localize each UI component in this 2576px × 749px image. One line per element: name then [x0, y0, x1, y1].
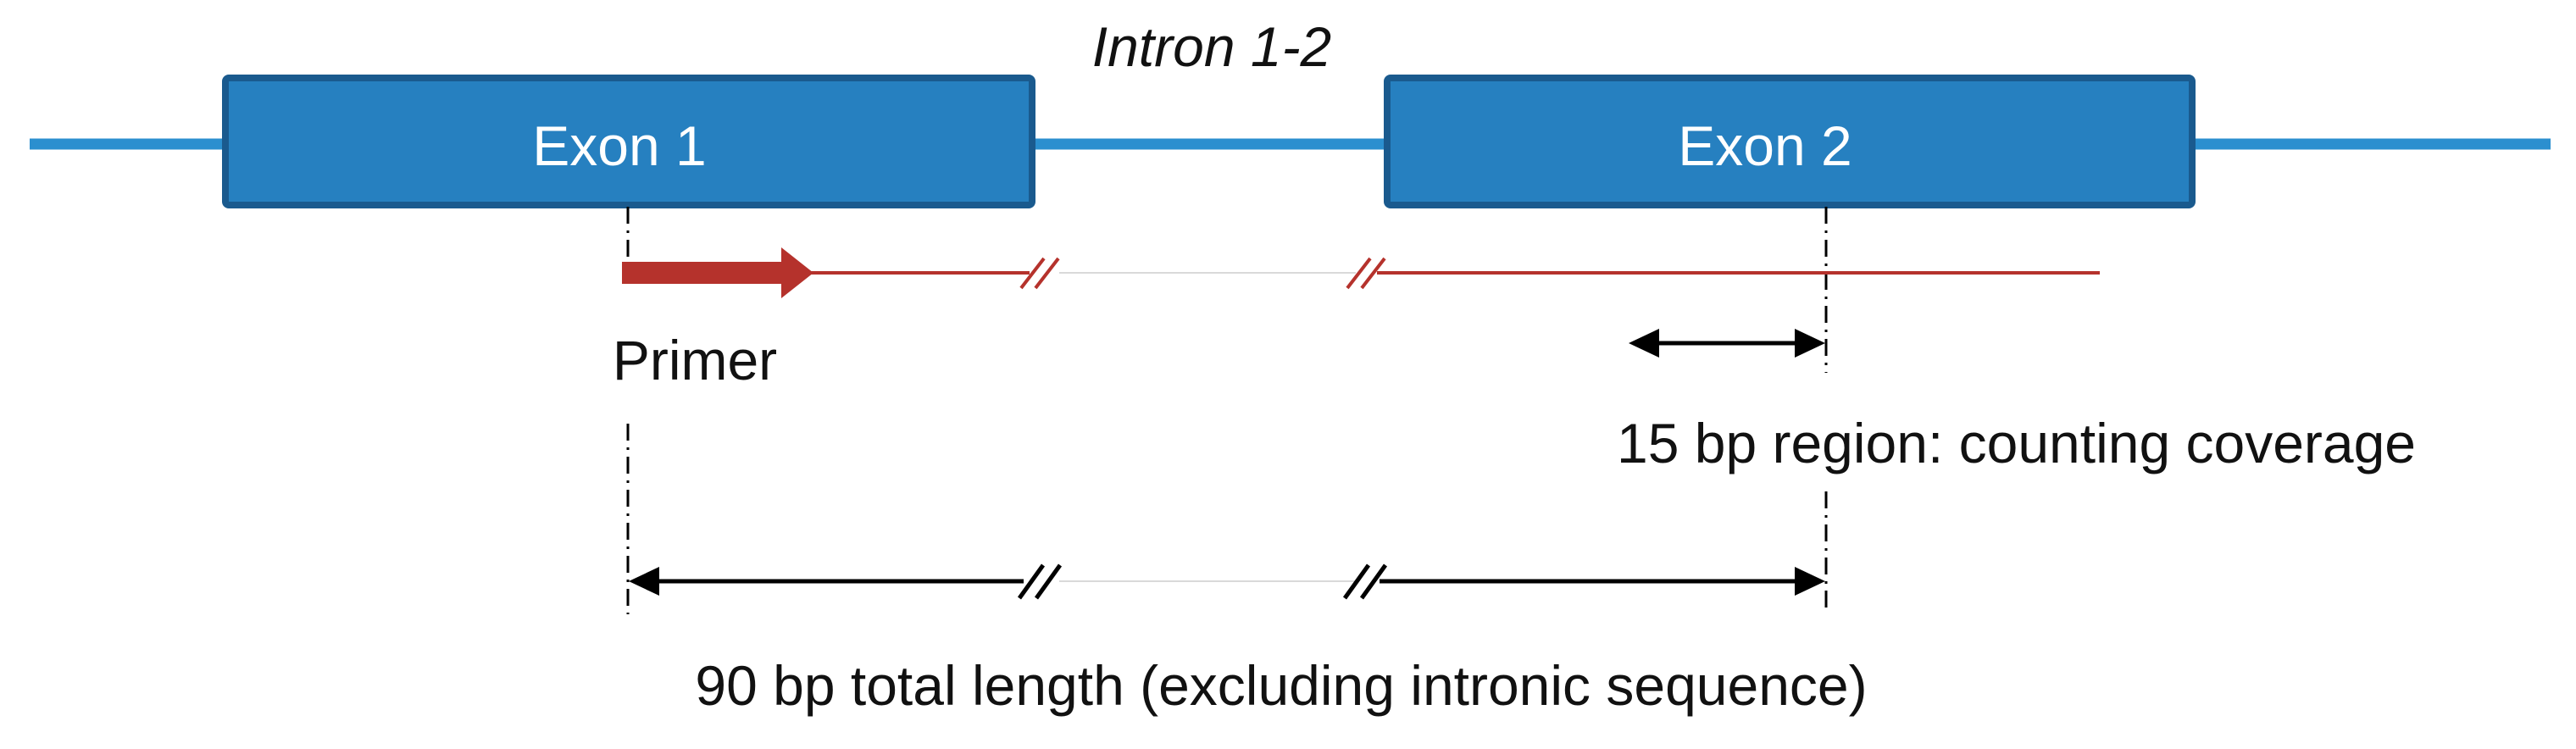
intron-label: Intron 1-2 [1092, 15, 1332, 78]
exon-1-label: Exon 1 [532, 114, 706, 177]
total-length-label: 90 bp total length (excluding intronic s… [695, 654, 1867, 717]
read-break-right [1346, 257, 1372, 290]
coverage-label: 15 bp region: counting coverage [1617, 412, 2416, 474]
primer-label: Primer [613, 329, 777, 391]
exon-2-box [1384, 75, 2196, 208]
total-length-arrow [629, 563, 1825, 600]
primer-arrow [622, 247, 813, 298]
read-line [780, 257, 2100, 290]
coverage-region-arrow [1629, 329, 1825, 358]
read-break-left [1019, 257, 1046, 290]
exon-1-box [222, 75, 1035, 208]
exon-2-label: Exon 2 [1678, 114, 1852, 177]
